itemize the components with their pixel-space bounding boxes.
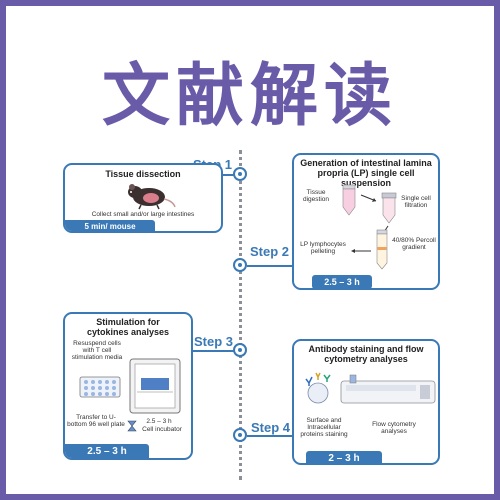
mouse-icon [128, 184, 176, 210]
percoll-gradient-label: 40/80% Percoll gradient [392, 237, 436, 251]
step-4-label: Step 4 [251, 420, 291, 435]
step-2-title: Generation of intestinal lamina propria … [300, 158, 432, 188]
step-1-caption: Collect small and/or large intestines [91, 211, 195, 218]
digestion-tube-icon [342, 184, 356, 216]
flow-cytometer-icon [340, 374, 436, 404]
transfer-label: Transfer to U-bottom 96 well plate [67, 414, 125, 428]
step-1-time-badge: 5 min/ mouse [65, 220, 155, 231]
single-cell-filtration-label: Single cell filtration [401, 195, 431, 209]
step-3-card: Stimulation for cytokines analyses Resus… [63, 312, 193, 460]
step-3-node [233, 343, 247, 357]
step-4-connector [247, 435, 293, 437]
filter-tube-icon [381, 192, 397, 224]
step-3-time-badge: 2.5 – 3 h [65, 444, 149, 458]
well-plate-icon [79, 376, 121, 398]
filtration-arrow-icon [360, 194, 377, 202]
antibody-cell-icon [305, 372, 331, 404]
step-1-title: Tissue dissection [105, 169, 181, 179]
timeline-line [239, 150, 242, 480]
staining-label: Surface and Intracellular proteins stain… [300, 417, 348, 438]
percoll-tube-icon [376, 229, 388, 270]
tissue-digestion-label: Tissue digestion [302, 189, 330, 203]
step-4-node [233, 428, 247, 442]
step-1-connector [222, 174, 234, 176]
resuspend-label: Resuspend cells with T cell stimulation … [71, 340, 123, 361]
step-2-card: Generation of intestinal lamina propria … [292, 153, 440, 290]
step-3-label: Step 3 [194, 334, 234, 349]
step-4-card: Antibody staining and flow cytometry ana… [292, 339, 440, 465]
hourglass-icon [127, 420, 137, 432]
step-3-title: Stimulation for cytokines analyses [86, 317, 170, 337]
step-3-connector [192, 350, 234, 352]
pellet-arrow-icon [351, 249, 371, 253]
lp-pelleting-label: LP lymphocytes pelleting [300, 241, 346, 255]
incubator-icon [129, 358, 181, 414]
step-4-title: Antibody staining and flow cytometry ana… [308, 344, 424, 364]
step-2-node [233, 258, 247, 272]
page-title: 文献解读 [101, 57, 398, 136]
duration-label: 2.5 – 3 h [146, 418, 172, 425]
step-4-time-badge: 2 – 3 h [306, 451, 382, 463]
step-2-connector [247, 265, 293, 267]
step-1-node [233, 167, 247, 181]
step-2-time-badge: 2.5 – 3 h [312, 275, 372, 288]
step-2-label: Step 2 [250, 244, 290, 259]
flow-label: Flow cytometry analyses [372, 421, 416, 435]
incubator-label: Cell incubator [142, 426, 182, 433]
step-1-card: Tissue dissection Collect small and/or l… [63, 163, 223, 233]
